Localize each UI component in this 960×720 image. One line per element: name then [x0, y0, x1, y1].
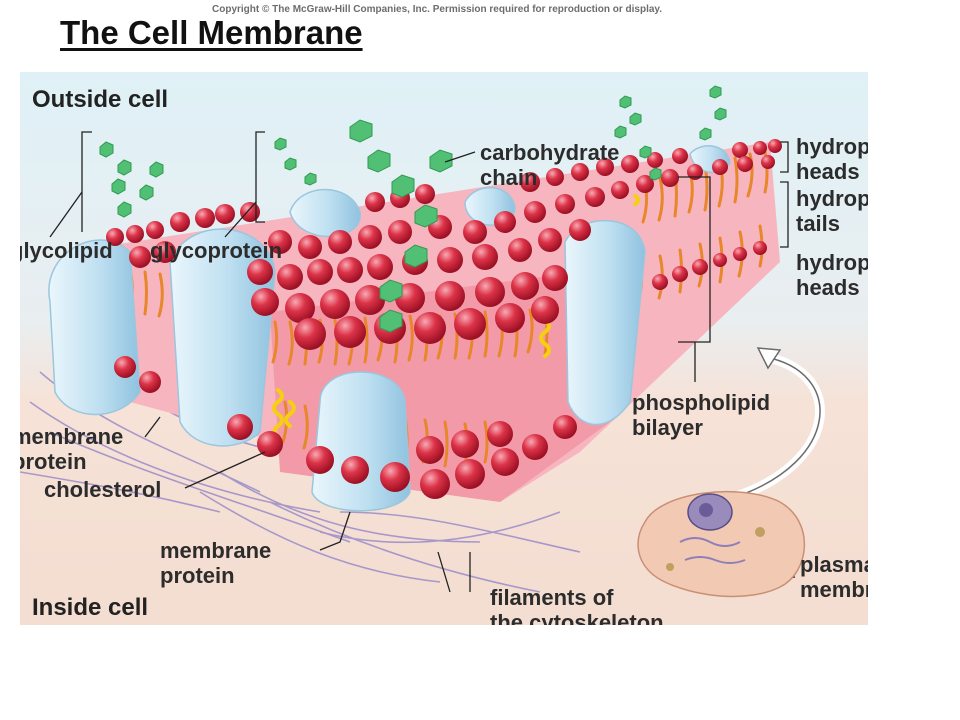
- cholesterol-molecules: [272, 194, 640, 440]
- filaments-label: filaments of the cytoskeleton: [490, 585, 664, 625]
- cell-membrane-diagram: Outside cell Inside cell glycolipid glyc…: [20, 72, 868, 625]
- membrane-proteins: [48, 145, 731, 512]
- cholesterol-label: cholesterol: [44, 477, 162, 502]
- slide-title: The Cell Membrane: [60, 14, 363, 51]
- glycolipid-label: glycolipid: [20, 238, 113, 263]
- membrane-protein-left: [48, 239, 141, 416]
- hydrophilic-heads-top-label: hydrophilic heads: [796, 134, 868, 184]
- cytoskeleton-filaments: [20, 331, 581, 593]
- membrane-protein-bottom-label: membrane protein: [160, 538, 272, 588]
- hydrophilic-heads-bottom: [114, 241, 767, 499]
- carbohydrate-chains: [99, 85, 727, 333]
- inside-cell-label: Inside cell: [32, 594, 149, 621]
- hydrophilic-heads-bottom-label: hydrophilic heads: [796, 250, 868, 300]
- phospholipid-bilayer-label: phospholipid bilayer: [632, 390, 771, 440]
- zoom-arrow: [733, 347, 825, 502]
- membrane-protein-top: [289, 188, 361, 238]
- cell-inset: [637, 490, 806, 598]
- leader-lines: [49, 131, 796, 593]
- plasma-membrane-label: plasma membrane: [800, 552, 868, 602]
- hydrophobic-tails-label: hydrophobic tails: [796, 186, 868, 236]
- membrane-protein-left-label: membrane protein: [20, 424, 124, 474]
- copyright-notice: Copyright © The McGraw-Hill Companies, I…: [212, 4, 663, 15]
- outside-cell-label: Outside cell: [32, 86, 169, 113]
- membrane-illustration: [20, 72, 868, 625]
- carbohydrate-chain-label: carbohydrate chain: [480, 140, 620, 190]
- hydrophilic-heads-top: [106, 139, 782, 350]
- glycoprotein-label: glycoprotein: [150, 238, 283, 263]
- membrane-protein-middle-left: [169, 228, 276, 447]
